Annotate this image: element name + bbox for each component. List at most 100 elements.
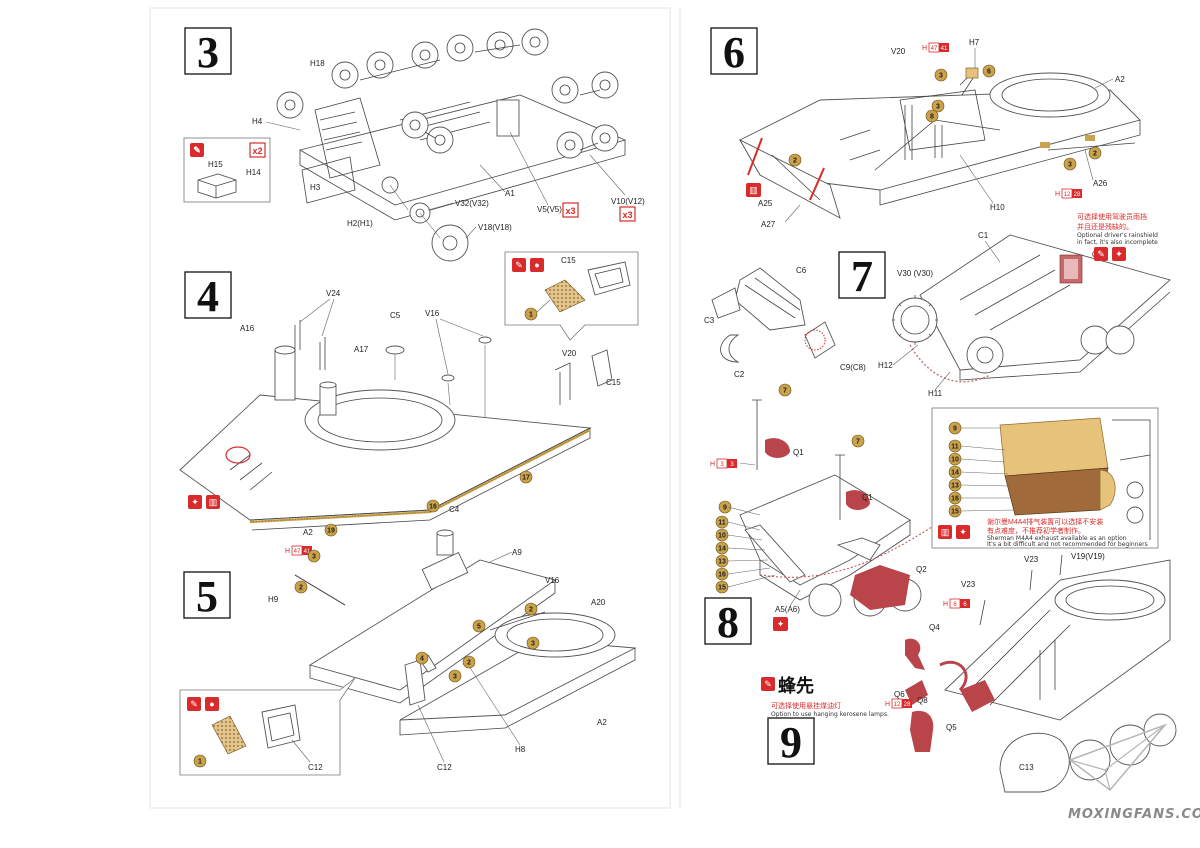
- icons-step4: ✦ ▥: [188, 495, 220, 509]
- svg-text:8: 8: [930, 114, 934, 121]
- pe-2-step6b: 2: [1088, 146, 1102, 160]
- label-v5: V5(V5): [537, 205, 562, 214]
- step-3: 3: [183, 27, 645, 262]
- pe-2-step5a: 2: [294, 580, 308, 594]
- pe-3-step5b: 3: [526, 636, 540, 650]
- label-h4: H4: [252, 117, 263, 126]
- step-9-number: 9: [780, 718, 802, 767]
- svg-text:7: 7: [856, 439, 860, 446]
- label-a20: A20: [591, 598, 606, 607]
- label-v20: V20: [562, 349, 577, 358]
- resin-q1a: [765, 438, 790, 458]
- turret-ring: [304, 389, 456, 451]
- svg-text:10: 10: [951, 457, 959, 464]
- label-c12-inset: C12: [308, 763, 323, 772]
- svg-text:2: 2: [299, 585, 303, 592]
- pe-13-step8: 13: [715, 554, 729, 568]
- label-q5: Q5: [946, 723, 957, 732]
- pe-3-step5c: 3: [448, 669, 462, 683]
- svg-text:3: 3: [312, 554, 316, 561]
- part-v24: [294, 320, 326, 370]
- pe-7-step8b: 7: [851, 434, 865, 448]
- front-hull-step7: [919, 234, 1171, 371]
- pe-4-step5: 4: [415, 651, 429, 665]
- part-c5: [385, 345, 405, 355]
- svg-text:▥: ▥: [941, 527, 950, 537]
- svg-text:13: 13: [951, 483, 959, 490]
- hcode-step5: H 47 41: [285, 545, 312, 556]
- svg-text:✎: ✎: [1097, 249, 1105, 259]
- svg-text:47: 47: [931, 46, 938, 52]
- svg-text:13: 13: [718, 559, 726, 566]
- label-q1a: Q1: [793, 448, 804, 457]
- svg-text:●: ●: [209, 699, 214, 709]
- rear-plate-h18: [314, 97, 381, 179]
- road-wheels: [276, 28, 619, 159]
- label-h9: H9: [268, 595, 279, 604]
- pe-14-step8: 14: [715, 541, 729, 555]
- svg-text:9: 9: [723, 505, 727, 512]
- icon-step8: [773, 617, 788, 631]
- svg-text:15: 15: [951, 509, 959, 516]
- svg-text:谢尔曼M4A4排气装置可以选择不安装: 谢尔曼M4A4排气装置可以选择不安装: [987, 517, 1103, 526]
- svg-text:✎: ✎: [515, 260, 523, 270]
- label-v23a: V23: [1024, 555, 1039, 564]
- pe-5-step5: 5: [472, 619, 486, 633]
- bracket-v5: [496, 99, 520, 137]
- svg-text:3: 3: [453, 674, 457, 681]
- svg-text:✦: ✦: [777, 619, 785, 629]
- resin-q6: [905, 680, 928, 705]
- pe-10-step8: 10: [715, 528, 729, 542]
- part-c12: [404, 659, 426, 706]
- hcode-step6-right: H 12 28: [1055, 188, 1082, 199]
- label-q8: Q8: [917, 696, 928, 705]
- svg-text:7: 7: [783, 388, 787, 395]
- svg-text:6: 6: [987, 69, 991, 76]
- label-c5: C5: [390, 311, 401, 320]
- pe-11-step8: 11: [715, 515, 729, 529]
- svg-text:6: 6: [953, 602, 957, 608]
- label-v24: V24: [326, 289, 341, 298]
- svg-text:11: 11: [718, 520, 726, 527]
- label-a16: A16: [240, 324, 255, 333]
- step-9: 9 V23 V19(V19) V23 Q4 Q6 Q8 Q5 C13 H 6 6: [761, 552, 1177, 793]
- svg-text:1: 1: [198, 759, 202, 766]
- step-4: 4 V24 C5 V16 A16 A17 V20 C15 A2: [179, 251, 639, 537]
- svg-text:17: 17: [522, 475, 530, 482]
- step-8-number: 8: [717, 598, 739, 647]
- svg-text:41: 41: [304, 549, 311, 555]
- svg-text:H: H: [285, 548, 290, 555]
- label-v18: V18(V18): [478, 223, 512, 232]
- hcode-step9-mid: H 12 28: [885, 698, 912, 709]
- step-6-number: 6: [723, 28, 745, 77]
- hcode-step9-top: H 6 6: [943, 598, 970, 609]
- label-v23b: V23: [961, 580, 976, 589]
- label-q6: Q6: [894, 690, 905, 699]
- resin-q4: [905, 638, 925, 670]
- part-c3: [711, 287, 741, 319]
- paper-plane-icon: [1068, 723, 1168, 792]
- part-c2: [720, 334, 740, 363]
- svg-text:2: 2: [793, 158, 797, 165]
- label-c13: C13: [1019, 763, 1034, 772]
- svg-text:可选择使用悬挂煤油灯: 可选择使用悬挂煤油灯: [771, 701, 841, 710]
- note-rainshield: 可选择使用驾驶员雨挡 并且还是残缺的。 Optional driver's ra…: [1077, 212, 1158, 261]
- svg-text:Option to use hanging kerosene: Option to use hanging kerosene lamps.: [771, 711, 889, 718]
- pe-7-step8a: 7: [778, 383, 792, 397]
- step-7-number: 7: [851, 252, 873, 301]
- part-c6: [734, 267, 806, 331]
- svg-text:5: 5: [477, 624, 481, 631]
- hatch-h3: [301, 156, 356, 204]
- glue-icon-step9: [761, 677, 775, 691]
- label-a17: A17: [354, 345, 369, 354]
- label-h2: H2(H1): [347, 219, 373, 228]
- svg-text:1: 1: [529, 312, 533, 319]
- pe-2-step6a: 2: [788, 153, 802, 167]
- svg-text:41: 41: [941, 46, 948, 52]
- hcode-step6-top: H 47 41: [922, 42, 949, 53]
- label-a5: A5(A6): [775, 605, 800, 614]
- pe-8-step6: 8: [925, 109, 939, 123]
- kerosene-lamp-note: ✎ 蜂先 可选择使用悬挂煤油灯 Option to use hanging ke…: [761, 675, 889, 718]
- qty-marker-h14: x2: [252, 146, 262, 156]
- label-h14: H14: [246, 168, 261, 177]
